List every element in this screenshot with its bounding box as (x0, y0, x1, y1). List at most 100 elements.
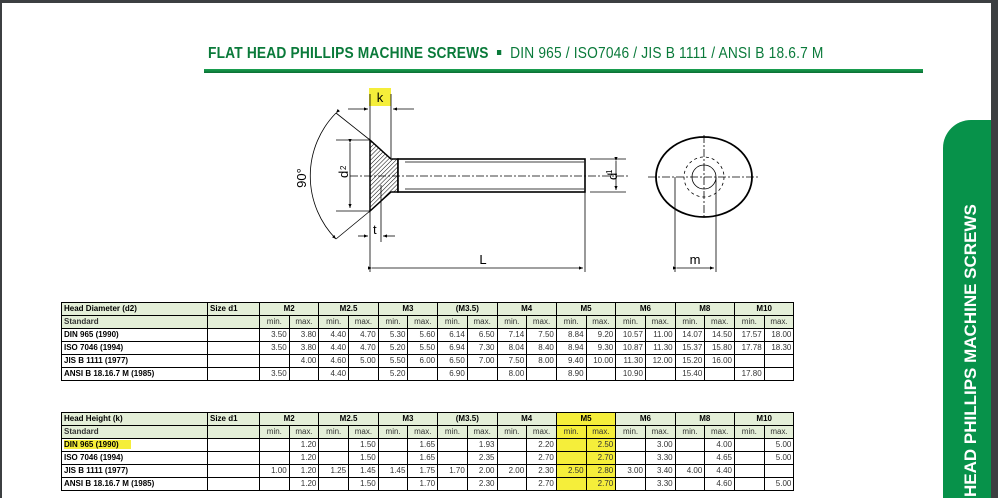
value-cell: 3.00 (615, 464, 646, 478)
bullet-separator (497, 49, 502, 55)
value-cell: 6.50 (466, 328, 498, 342)
value-cell: 8.04 (496, 341, 528, 355)
size-header: M6 (615, 302, 676, 316)
empty-cell (207, 367, 260, 381)
size-header: M6 (615, 412, 676, 426)
label-L: L (479, 252, 486, 267)
screw-drawing: k 90° d 2 d 1 t L m (294, 88, 760, 272)
min-header: min. (555, 315, 587, 329)
value-cell: 1.70 (407, 477, 439, 491)
value-cell (674, 477, 706, 491)
value-cell: 1.70 (437, 464, 468, 478)
value-cell (407, 367, 439, 381)
value-cell: 15.20 (674, 354, 706, 368)
size-header: M8 (674, 302, 736, 316)
value-cell: 4.60 (318, 354, 350, 368)
value-cell (674, 438, 706, 452)
value-cell (437, 451, 468, 465)
empty-cell (207, 438, 260, 452)
value-cell: 4.65 (704, 451, 735, 465)
value-cell: 11.30 (644, 341, 676, 355)
value-cell (259, 354, 290, 368)
value-cell: 5.50 (377, 354, 409, 368)
value-cell (734, 477, 765, 491)
value-cell: 7.30 (466, 341, 498, 355)
label-k: k (377, 90, 384, 105)
value-cell: 8.00 (526, 354, 557, 368)
value-cell: 10.57 (615, 328, 646, 342)
value-cell (259, 451, 290, 465)
value-cell: 4.00 (704, 438, 735, 452)
value-cell: 3.80 (288, 328, 320, 342)
value-cell: 5.00 (763, 438, 795, 452)
size-label: Size d1 (207, 412, 260, 426)
side-section-tab: HEAD PHILLIPS MACHINE SCREWS (943, 120, 991, 498)
size-header: M3 (377, 302, 439, 316)
value-cell: 15.37 (674, 341, 706, 355)
min-header: min. (377, 315, 409, 329)
standard-name-text: JIS B 1111 (1977) (64, 466, 129, 475)
value-cell: 4.60 (704, 477, 735, 491)
value-cell (466, 367, 498, 381)
value-cell: 1.45 (377, 464, 409, 478)
value-cell: 1.20 (288, 451, 320, 465)
size-header: (M3.5) (437, 412, 498, 426)
value-cell: 6.14 (437, 328, 468, 342)
value-cell: 12.00 (644, 354, 676, 368)
value-cell: 1.93 (466, 438, 498, 452)
standard-name-text: ISO 7046 (1994) (64, 343, 124, 352)
value-cell: 5.60 (407, 328, 439, 342)
value-cell: 17.80 (734, 367, 765, 381)
empty-cell (207, 354, 260, 368)
value-cell: 2.70 (585, 451, 617, 465)
size-header: M2 (258, 412, 320, 426)
standard-name: ANSI B 18.16.7 M (1985) (61, 367, 208, 381)
value-cell: 2.50 (555, 464, 587, 478)
value-cell: 3.30 (644, 451, 676, 465)
value-cell: 2.70 (585, 477, 617, 491)
value-cell: 2.20 (526, 438, 557, 452)
max-header: max. (466, 315, 498, 329)
label-t: t (373, 222, 377, 237)
value-cell (734, 464, 765, 478)
value-cell (437, 477, 468, 491)
empty-cell (207, 425, 260, 439)
value-cell: 1.75 (407, 464, 439, 478)
value-cell: 1.20 (288, 438, 320, 452)
standard-name: ISO 7046 (1994) (61, 451, 208, 465)
value-cell: 2.30 (466, 477, 498, 491)
size-header: M4 (496, 412, 557, 426)
value-cell: 5.20 (377, 367, 409, 381)
size-header: (M3.5) (437, 302, 498, 316)
value-cell: 1.65 (407, 438, 439, 452)
value-cell: 8.00 (496, 367, 528, 381)
value-cell: 2.00 (466, 464, 498, 478)
value-cell: 1.65 (407, 451, 439, 465)
standard-name: DIN 965 (1990) (61, 438, 208, 452)
value-cell: 10.00 (585, 354, 617, 368)
value-cell: 16.00 (704, 354, 735, 368)
value-cell: 7.00 (466, 354, 498, 368)
label-d2: d (336, 171, 351, 178)
value-cell (377, 477, 409, 491)
value-cell: 5.50 (407, 341, 439, 355)
value-cell: 3.80 (288, 341, 320, 355)
value-cell: 9.30 (585, 341, 617, 355)
min-header: min. (377, 425, 409, 439)
value-cell: 2.00 (496, 464, 528, 478)
max-header: max. (348, 315, 379, 329)
value-cell (318, 477, 350, 491)
empty-cell (207, 477, 260, 491)
max-header: max. (763, 315, 795, 329)
table-title: Head Diameter (d2) (61, 302, 208, 316)
label-m: m (690, 252, 701, 267)
value-cell (615, 438, 646, 452)
value-cell (377, 451, 409, 465)
size-header: M8 (674, 412, 736, 426)
value-cell: 1.50 (348, 438, 379, 452)
k-highlight (369, 88, 391, 106)
